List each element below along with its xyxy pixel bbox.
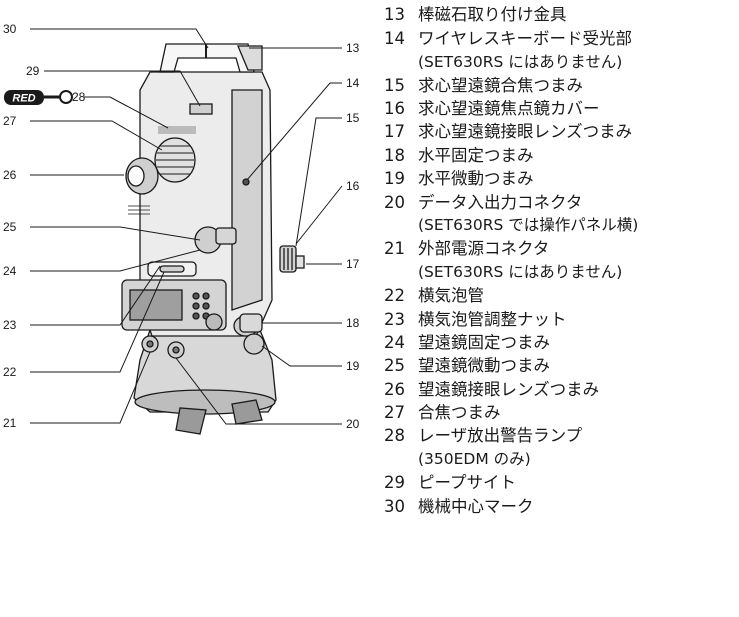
legend-item: 17 求心望遠鏡接眼レンズつまみ [384, 121, 736, 144]
legend-number: 20 [384, 192, 405, 212]
legend-item: 30 機械中心マーク [384, 495, 736, 518]
parts-legend: 13 棒磁石取り付け金具 14 ワイヤレスキーボード受光部 (SET630RS には… [384, 4, 736, 519]
legend-label: (350EDM のみ) [418, 450, 531, 469]
legend-number: 22 [384, 286, 405, 306]
callout-18: 18 [346, 316, 360, 330]
legend-note: (SET630RS にはありません) [384, 261, 736, 284]
legend-number: 18 [384, 145, 405, 165]
legend-number: 16 [384, 99, 405, 118]
legend-number: 24 [384, 332, 405, 352]
legend-label: ワイヤレスキーボード受光部 [418, 28, 633, 48]
legend-label: 横気泡管調整ナット [418, 309, 567, 329]
legend-item: 14 ワイヤレスキーボード受光部 [384, 27, 736, 50]
legend-label: データ入出力コネクタ [418, 192, 583, 212]
callout-20: 20 [346, 417, 360, 431]
callout-23: 23 [3, 318, 17, 332]
instrument-illustration [121, 43, 305, 435]
legend-item: 28 レーザ放出警告ランプ [384, 425, 736, 448]
legend-item: 18 水平固定つまみ [384, 144, 736, 167]
legend-number: 27 [384, 403, 405, 423]
callout-22: 22 [3, 365, 17, 379]
laser-lamp [158, 126, 196, 134]
legend-item: 23 横気泡管調整ナット [384, 308, 736, 331]
legend-note: (SET630RS にはありません) [384, 51, 736, 74]
legend-number: 17 [384, 122, 405, 142]
callout-24: 24 [3, 264, 17, 278]
callout-13: 13 [346, 41, 360, 55]
legend-label: (SET630RS では操作パネル横) [418, 216, 639, 235]
legend-item: 16 求心望遠鏡焦点鏡カバー [384, 98, 736, 121]
callout-15: 15 [346, 111, 360, 125]
legend-label: 合焦つまみ [418, 403, 501, 423]
legend-item: 15 求心望遠鏡合焦つまみ [384, 74, 736, 97]
legend-number: 14 [384, 28, 405, 48]
callout-27: 27 [3, 114, 17, 128]
callout-25: 25 [3, 220, 17, 234]
legend-item: 20 データ入出力コネクタ [384, 191, 736, 214]
red-logo: RED [4, 90, 73, 105]
callout-28: 28 [72, 90, 86, 104]
legend-label: ピープサイト [418, 473, 517, 493]
legend-item: 29 ピープサイト [384, 472, 736, 495]
legend-number: 13 [384, 5, 405, 25]
callout-16: 16 [346, 179, 360, 193]
red-logo-text: RED [12, 93, 35, 105]
legend-item: 22 横気泡管 [384, 285, 736, 308]
legend-number: 29 [384, 473, 405, 493]
callout-14: 14 [346, 76, 360, 90]
panel-display [129, 289, 183, 321]
legend-label: 求心望遠鏡焦点鏡カバー [418, 99, 600, 118]
legend-number: 25 [384, 356, 405, 376]
callout-numbers: 30 29 28 27 26 25 24 23 22 21 13 14 15 1… [3, 22, 360, 431]
peep-sight [189, 103, 213, 115]
horizontal-tangent [243, 333, 265, 355]
callout-29: 29 [26, 64, 40, 78]
legend-item: 19 水平微動つまみ [384, 168, 736, 191]
legend-number: 21 [384, 239, 405, 259]
legend-label: レーザ放出警告ランプ [418, 426, 583, 446]
legend-label: (SET630RS にはありません) [418, 263, 623, 282]
legend-label: 求心望遠鏡合焦つまみ [418, 75, 583, 95]
legend-label: 水平微動つまみ [418, 169, 534, 189]
callout-21: 21 [3, 416, 17, 430]
legend-item: 21 外部電源コネクタ [384, 238, 736, 261]
legend-label: 外部電源コネクタ [418, 239, 550, 259]
legend-note: (350EDM のみ) [384, 448, 736, 471]
legend-item: 27 合焦つまみ [384, 402, 736, 425]
callout-17: 17 [346, 257, 360, 271]
legend-label: 望遠鏡微動つまみ [418, 356, 550, 376]
legend-note: (SET630RS では操作パネル横) [384, 215, 736, 238]
legend-label: 水平固定つまみ [418, 145, 534, 165]
legend-label: 望遠鏡固定つまみ [418, 332, 550, 352]
legend-number: 15 [384, 75, 405, 95]
callout-19: 19 [346, 359, 360, 373]
legend-item: 24 望遠鏡固定つまみ [384, 331, 736, 354]
legend-number: 26 [384, 379, 405, 399]
keyboard-receiver [242, 178, 250, 186]
leader-lines [30, 28, 343, 425]
legend-number: 28 [384, 426, 405, 446]
legend-label: 横気泡管 [418, 286, 484, 306]
legend-item: 13 棒磁石取り付け金具 [384, 4, 736, 27]
legend-item: 25 望遠鏡微動つまみ [384, 355, 736, 378]
legend-label: 求心望遠鏡接眼レンズつまみ [418, 122, 633, 142]
legend-label: 棒磁石取り付け金具 [418, 5, 567, 25]
legend-number: 23 [384, 309, 405, 329]
total-station-diagram: RED 30 29 28 27 26 25 24 23 22 21 13 [3, 22, 360, 435]
legend-number: 19 [384, 169, 405, 189]
legend-item: 26 望遠鏡接眼レンズつまみ [384, 378, 736, 401]
callout-30: 30 [3, 22, 17, 36]
legend-label: 望遠鏡接眼レンズつまみ [418, 379, 600, 399]
legend-label: 機械中心マーク [418, 496, 534, 516]
legend-number: 30 [384, 496, 405, 516]
callout-26: 26 [3, 168, 17, 182]
legend-label: (SET630RS にはありません) [418, 52, 623, 71]
focusing-ring-knurl [156, 145, 194, 175]
